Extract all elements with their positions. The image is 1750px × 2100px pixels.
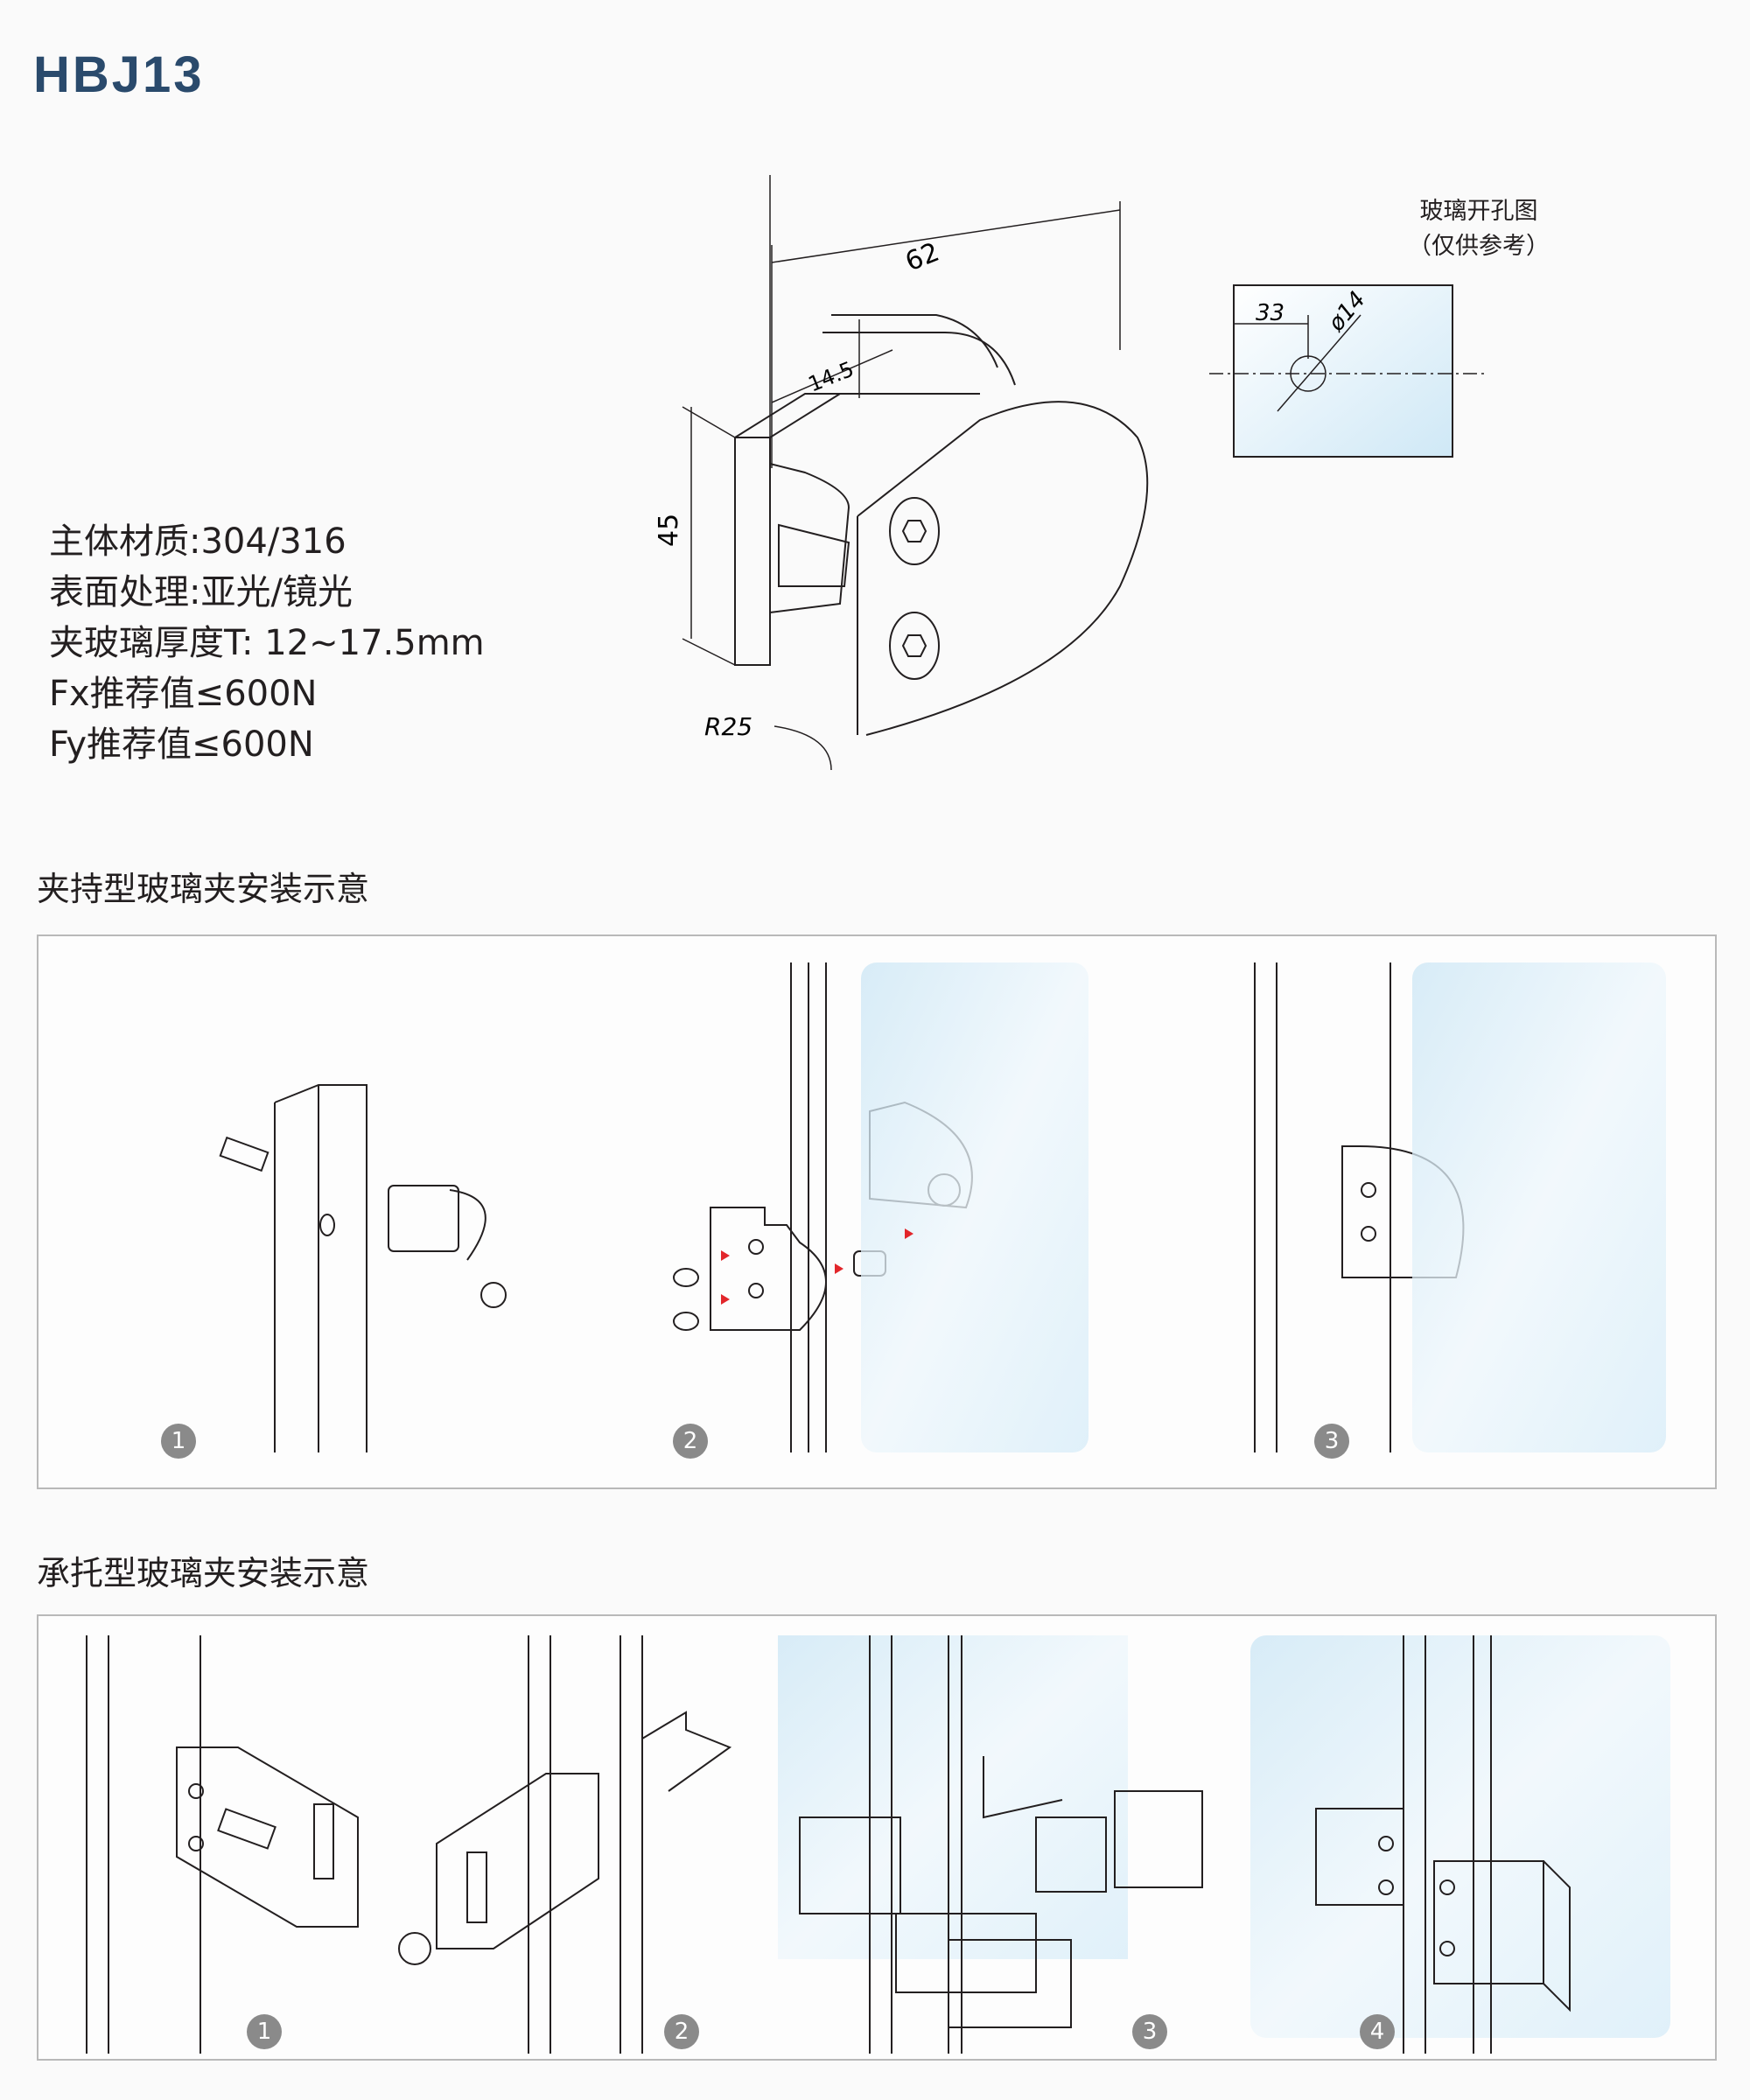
hole-diagram-caption: 玻璃开孔图 （仅供参考） bbox=[1391, 194, 1566, 264]
dimension-45: 45 bbox=[654, 514, 684, 547]
section2-panel: 1 2 3 4 bbox=[37, 1614, 1717, 2061]
glass-pane-s2-step3 bbox=[778, 1635, 1128, 1959]
spec-glass-thickness: 夹玻璃厚度T: 12~17.5mm bbox=[49, 623, 485, 663]
step-badge-2: 2 bbox=[673, 1424, 708, 1459]
section1-title: 夹持型玻璃夹安装示意 bbox=[37, 870, 370, 908]
clamp-technical-drawing: 62 14.5 45 R25 bbox=[654, 175, 1149, 771]
spec-fx-load: Fx推荐值≤600N bbox=[49, 674, 318, 714]
glass-panel bbox=[1233, 284, 1453, 458]
step-badge-3: 3 bbox=[1314, 1424, 1349, 1459]
hole-diagram-title: 玻璃开孔图 bbox=[1419, 198, 1538, 225]
spec-list: 主体材质:304/316 表面处理:亚光/镜光 夹玻璃厚度T: 12~17.5m… bbox=[49, 516, 485, 770]
glass-pane-step2 bbox=[861, 962, 1088, 1452]
step-badge-1: 1 bbox=[161, 1424, 196, 1459]
glass-pane-s2-step4 bbox=[1250, 1635, 1670, 2038]
step-badge-s2-4: 4 bbox=[1360, 2014, 1395, 2049]
step-badge-s2-1: 1 bbox=[247, 2014, 282, 2049]
dimension-33: 33 bbox=[1256, 300, 1284, 326]
dimension-62: 62 bbox=[901, 237, 944, 278]
spec-finish: 表面处理:亚光/镜光 bbox=[49, 572, 353, 612]
spec-fy-load: Fy推荐值≤600N bbox=[49, 724, 314, 765]
glass-hole-diagram: 33 ø14 bbox=[1209, 284, 1486, 458]
glass-pane-step3 bbox=[1412, 962, 1666, 1452]
section1-illustration bbox=[219, 962, 1666, 1452]
hole-diagram-subtitle: （仅供参考） bbox=[1408, 233, 1550, 260]
section1-panel: 1 2 3 bbox=[37, 934, 1717, 1489]
product-code-title: HBJ13 bbox=[33, 46, 205, 103]
step-badge-s2-2: 2 bbox=[664, 2014, 699, 2049]
section2-illustration bbox=[86, 1635, 1670, 2054]
dimension-r25: R25 bbox=[704, 712, 752, 741]
dimension-14-5: 14.5 bbox=[805, 357, 858, 397]
step-badge-s2-3: 3 bbox=[1132, 2014, 1167, 2049]
spec-material: 主体材质:304/316 bbox=[49, 522, 346, 562]
section2-title: 承托型玻璃夹安装示意 bbox=[37, 1554, 370, 1592]
